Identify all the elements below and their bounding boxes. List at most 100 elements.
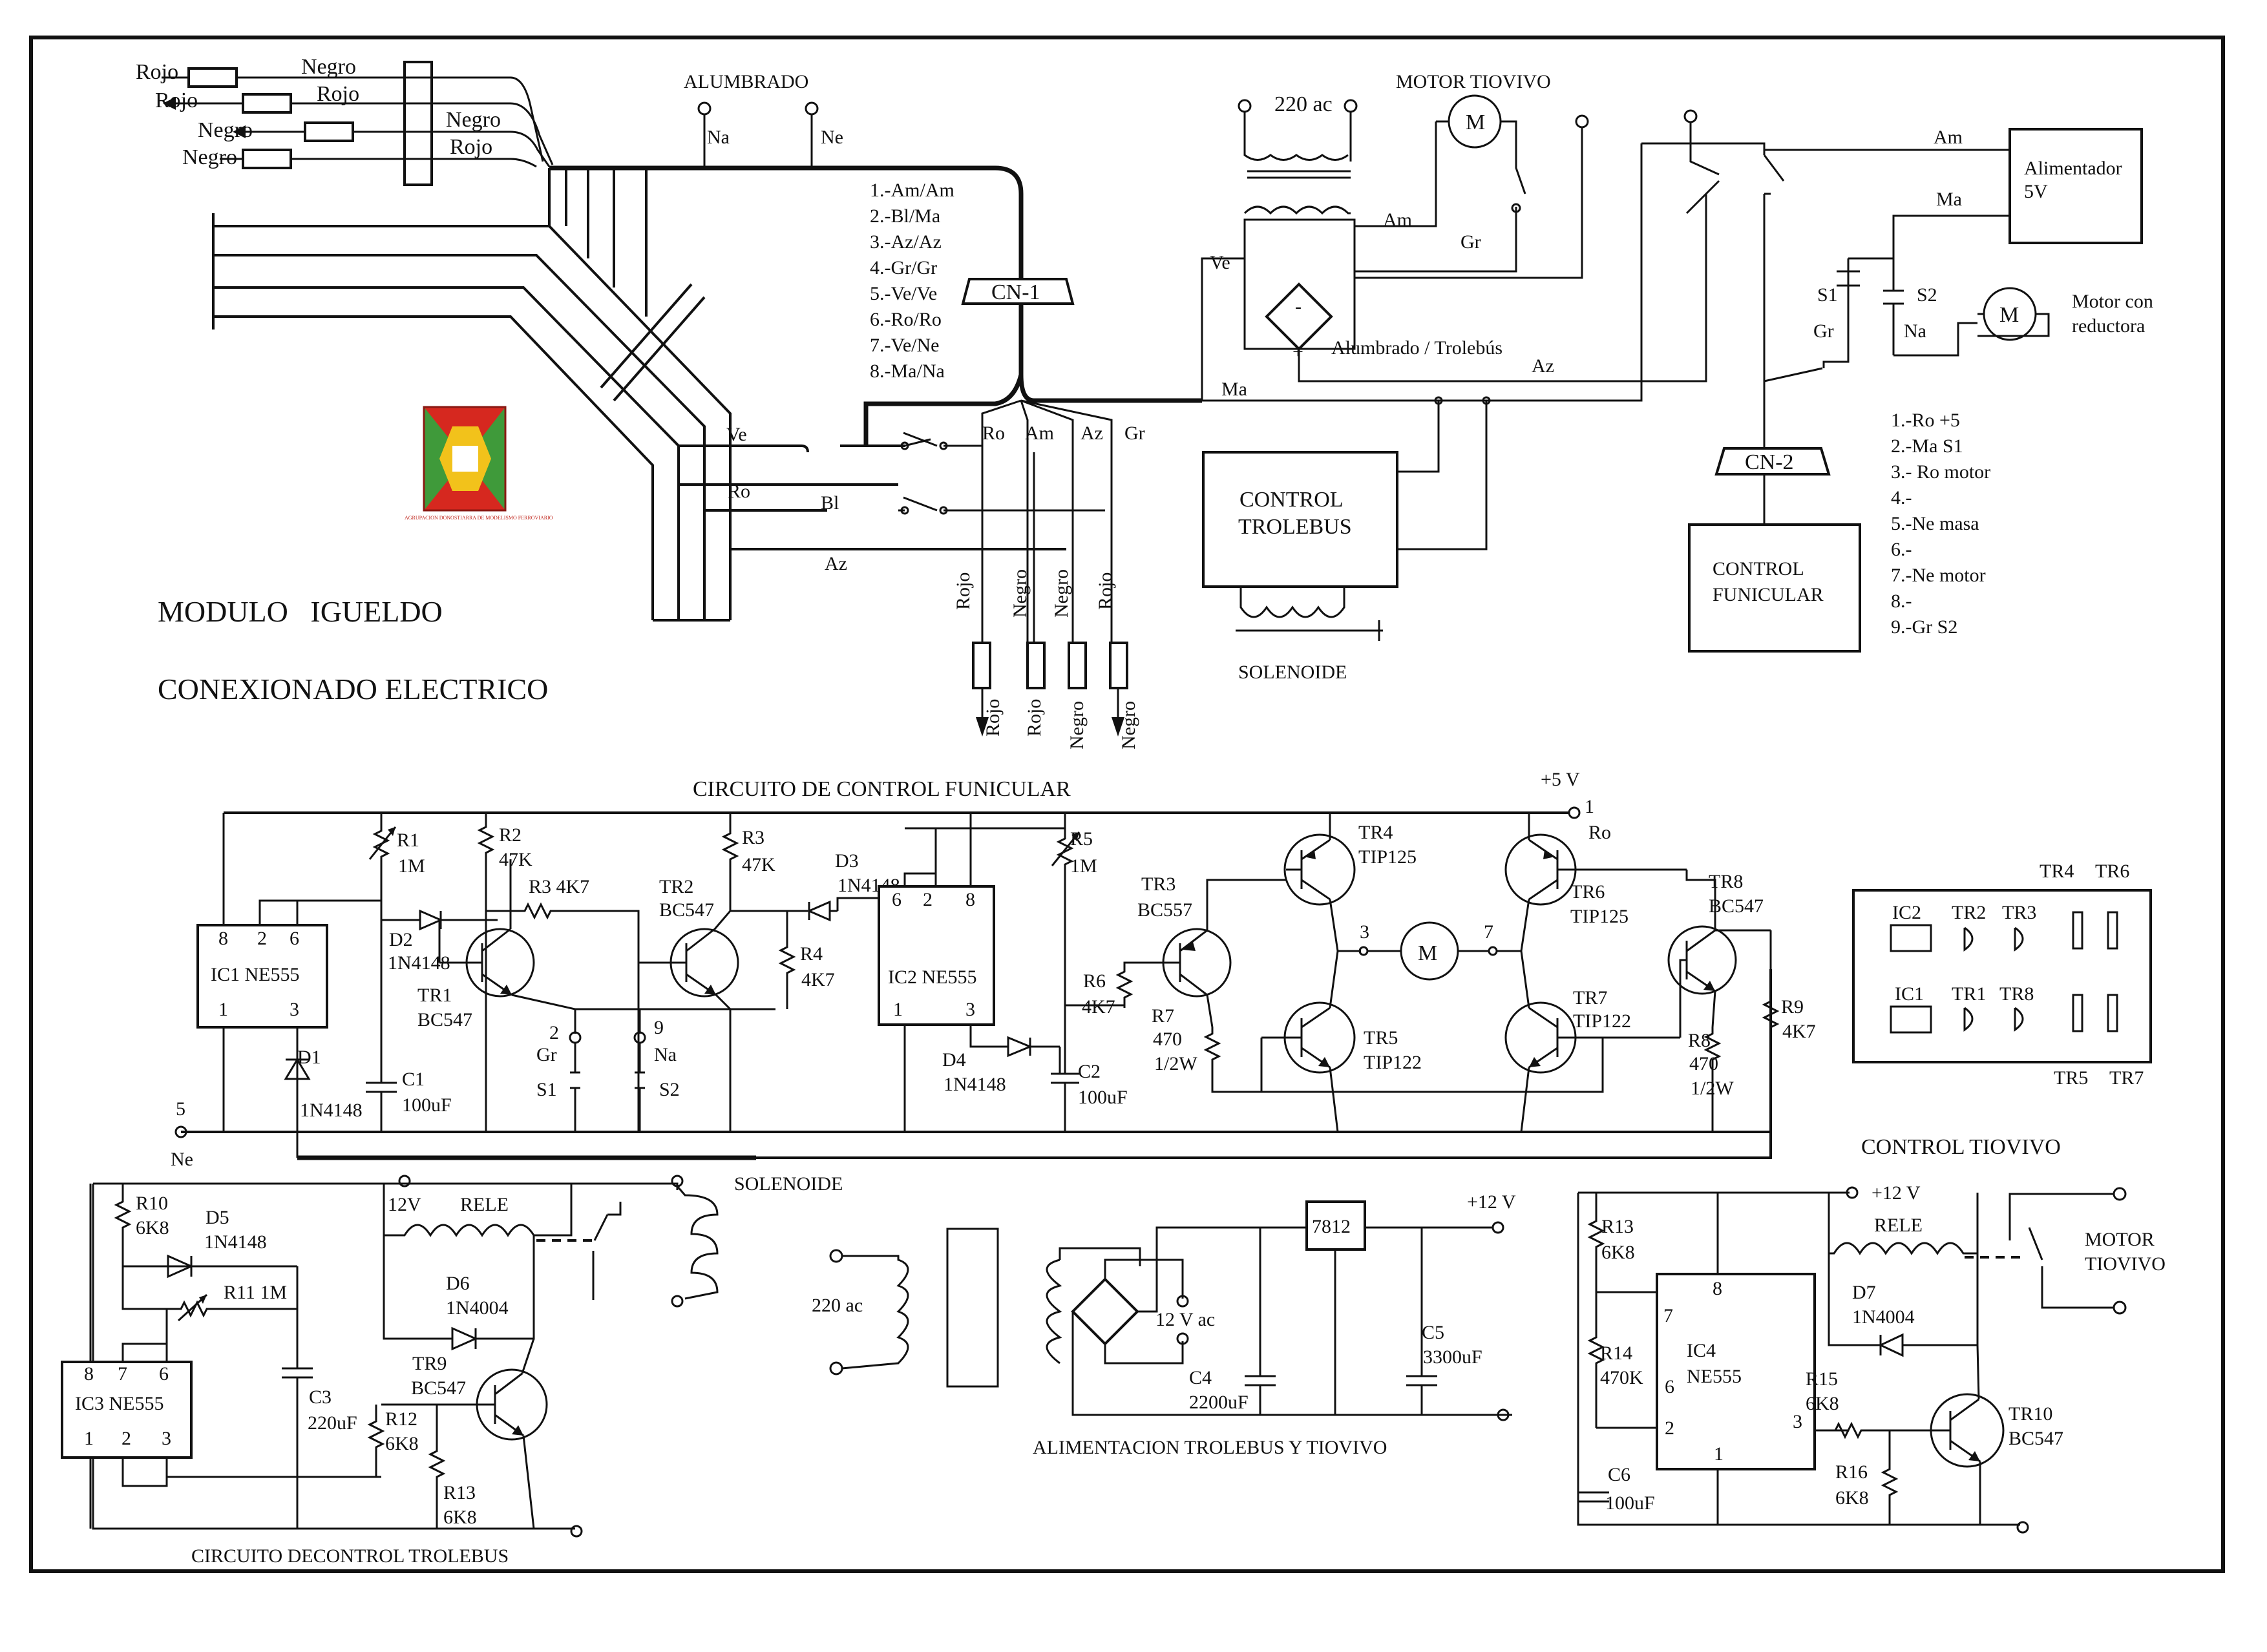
- c3-name: C3: [309, 1386, 332, 1408]
- c4-value: 2200uF: [1189, 1392, 1249, 1413]
- layout-tr8: TR8: [1999, 983, 2034, 1005]
- alimentador-box: [2009, 128, 2143, 244]
- cn1-pin-3: 3.-Az/Az: [870, 231, 942, 253]
- cn2-pin-5: 5.-Ne masa: [1891, 513, 1979, 534]
- r15-value: 6K8: [1806, 1393, 1839, 1414]
- alumbrado-na: Na: [707, 127, 730, 148]
- c3-value: 220uF: [308, 1412, 357, 1434]
- cn2-pin-list: 1.-Ro +5 2.-Ma S1 3.- Ro motor 4.- 5.-Ne…: [1891, 410, 1990, 638]
- tr10-value: BC547: [2009, 1428, 2063, 1449]
- cn2-connector: [1714, 447, 1831, 476]
- page-title: MODULO IGUELDO: [158, 595, 443, 628]
- c1-value: 100uF: [402, 1094, 452, 1116]
- cn2-pin-4: 4.-: [1891, 487, 1912, 508]
- control-funicular-label-1: CONTROL: [1713, 558, 1804, 580]
- tr5-value: TIP122: [1364, 1052, 1422, 1073]
- c6-value: 100uF: [1605, 1492, 1655, 1514]
- ic2-pin-2: 2: [923, 889, 933, 910]
- wire-label-6: Negro: [446, 108, 501, 132]
- drop-upper-1: Rojo: [953, 572, 974, 610]
- wire-label-3: Rojo: [155, 89, 198, 112]
- motor-reductora-label-2: reductora: [2072, 315, 2145, 337]
- tiovivo-12v: +12 V: [1872, 1182, 1921, 1204]
- r13-name: R13: [443, 1482, 476, 1503]
- funicular-supply-v: +5 V: [1541, 769, 1580, 790]
- page-subtitle: CONEXIONADO ELECTRICO: [158, 673, 548, 706]
- r9-name: R9: [1781, 996, 1804, 1018]
- tr3-name: TR3: [1141, 873, 1176, 895]
- r8-value: 470: [1689, 1053, 1718, 1074]
- layout-tr2: TR2: [1952, 902, 1986, 923]
- d1-name: D1: [297, 1047, 321, 1068]
- drop-wires: Ro Am Az Gr Rojo Negro Negro Rojo Rojo R…: [953, 423, 1145, 749]
- trolebus-solenoide: SOLENOIDE: [734, 1173, 843, 1195]
- ic1-pin-6: 6: [290, 928, 299, 949]
- funicular-supply-ro: Ro: [1588, 822, 1611, 843]
- r3b-name: R3: [742, 827, 764, 848]
- cn1-connector: [961, 278, 1075, 305]
- bridge-label: Alumbrado / Trolebús: [1331, 337, 1503, 359]
- r13-value: 6K8: [443, 1507, 477, 1528]
- ic1-pin-2: 2: [257, 928, 267, 949]
- ic3-pin-7: 7: [118, 1363, 127, 1385]
- control-trolebus-label-1: CONTROL: [1239, 488, 1344, 512]
- tiovivo-r14-value: 470K: [1600, 1367, 1643, 1388]
- ic4-pin-6: 6: [1665, 1376, 1674, 1397]
- r10-name: R10: [136, 1193, 168, 1214]
- ic3-pin-1: 1: [84, 1428, 94, 1449]
- s1-gr: Gr: [536, 1044, 557, 1065]
- funicular-title: CIRCUITO DE CONTROL FUNICULAR: [693, 777, 1071, 801]
- c6-name: C6: [1608, 1464, 1630, 1485]
- tr1-value: BC547: [417, 1009, 472, 1030]
- cn1-pin-4: 4.-Gr/Gr: [870, 257, 937, 278]
- drop-ro: Ro: [982, 423, 1005, 444]
- r10-value: 6K8: [136, 1217, 169, 1239]
- drop-lower-1: Rojo: [982, 699, 1004, 737]
- ic1-pin-1: 1: [218, 999, 228, 1020]
- r2-name: R2: [499, 824, 522, 846]
- c2-name: C2: [1078, 1061, 1101, 1082]
- track-bl: Bl: [821, 492, 839, 514]
- ic3-chip: [61, 1361, 193, 1459]
- tr9-name: TR9: [412, 1353, 447, 1374]
- track-az: Az: [825, 553, 847, 574]
- tr4-value: TIP125: [1358, 846, 1417, 868]
- layout-tr5: TR5: [2054, 1067, 2088, 1089]
- r8-name: R8: [1688, 1030, 1711, 1051]
- funicular-circuit: CIRCUITO DE CONTROL FUNICULAR +5 V 1 Ro …: [171, 769, 1816, 1170]
- club-logo: [423, 406, 507, 512]
- tiovivo-circuit: CONTROL TIOVIVO +12 V R13 6K8 R14 470K C…: [1577, 1135, 2166, 1534]
- ic1-chip: [196, 924, 328, 1029]
- r5-value: 1M: [1070, 855, 1097, 877]
- control-funicular-label-2: FUNICULAR: [1713, 584, 1824, 605]
- drop-lower-2: Rojo: [1024, 699, 1045, 737]
- alimentador-label-1: Alimentador: [2024, 158, 2122, 179]
- funicular-motor-pin-left: 3: [1360, 921, 1369, 943]
- c1-name: C1: [402, 1069, 425, 1090]
- alim-12vac: 12 V ac: [1155, 1309, 1215, 1330]
- s1-label: S1: [536, 1079, 557, 1100]
- funicular-ground-pin: 5: [176, 1098, 185, 1120]
- wire-label-2: Negro: [301, 55, 356, 79]
- d6-value: 1N4004: [446, 1297, 509, 1319]
- r16-name: R16: [1835, 1461, 1868, 1483]
- drop-upper-4: Rojo: [1095, 572, 1116, 610]
- ic4-pin-3: 3: [1793, 1411, 1802, 1432]
- c2-value: 100uF: [1078, 1087, 1128, 1108]
- d5-value: 1N4148: [204, 1231, 267, 1253]
- tr10-name: TR10: [2009, 1403, 2052, 1425]
- ic2-chip: [878, 885, 995, 1026]
- layout-tr3: TR3: [2002, 902, 2036, 923]
- d3-name: D3: [835, 850, 859, 872]
- right-s2: S2: [1917, 284, 1937, 306]
- alumbrado-ne: Ne: [821, 127, 843, 148]
- cn1-label: CN-1: [991, 280, 1040, 304]
- tr8-value: BC547: [1709, 895, 1764, 917]
- trolebus-title: CIRCUITO DECONTROL TROLEBUS: [191, 1545, 509, 1567]
- ic3-pin-6: 6: [159, 1363, 169, 1385]
- ic4-pin-2: 2: [1665, 1417, 1674, 1439]
- drop-upper-3: Negro: [1051, 569, 1072, 618]
- component-layout-box: TR4 TR6 IC2 TR2 TR3 IC1 TR1 TR8 TR5 TR7: [1852, 861, 2152, 1089]
- r7-name: R7: [1152, 1005, 1174, 1027]
- layout-ic2: IC2: [1892, 902, 1921, 923]
